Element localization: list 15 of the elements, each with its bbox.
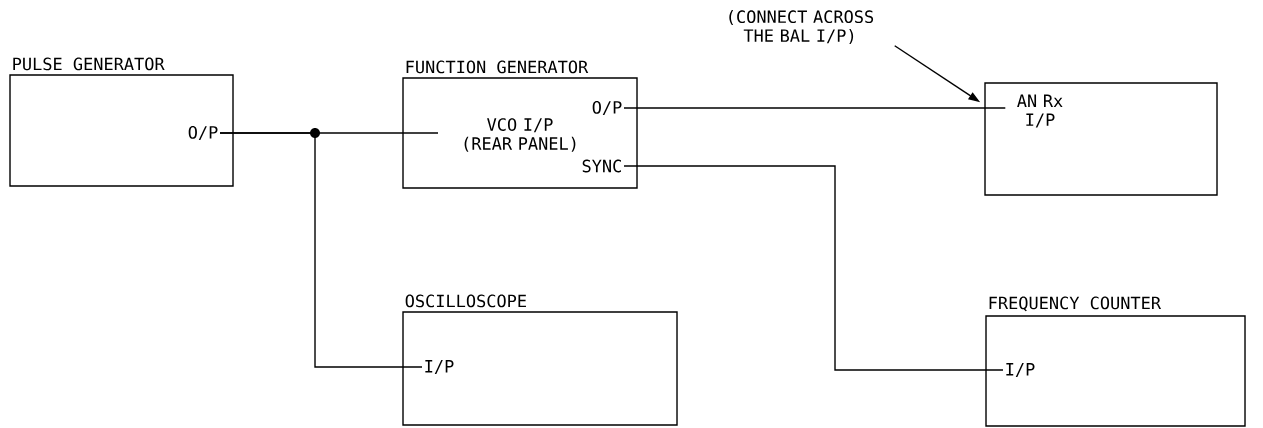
callout-note: (CONNECT ACROSS THE BAL I/P) (729, 10, 874, 44)
connecting-wire (623, 107, 1006, 109)
port-label: VCO I/P (REAR PANEL) (464, 118, 576, 152)
port-label: I/P (425, 360, 454, 374)
port-label: AN Rx I/P (1017, 94, 1063, 128)
port-label: SYNC (582, 159, 621, 173)
connecting-wire (623, 165, 1004, 371)
port-label: O/P (188, 125, 218, 141)
port-label: I/P (1006, 363, 1035, 377)
port-label: O/P (592, 100, 622, 116)
device-title: PULSE GENERATOR (13, 57, 165, 71)
device-title: FREQUENCY COUNTER (989, 296, 1162, 312)
device-title: OSCILLOSCOPE (405, 294, 526, 308)
connecting-wire (219, 132, 423, 368)
device-title: FUNCTION GENERATOR (406, 60, 589, 74)
